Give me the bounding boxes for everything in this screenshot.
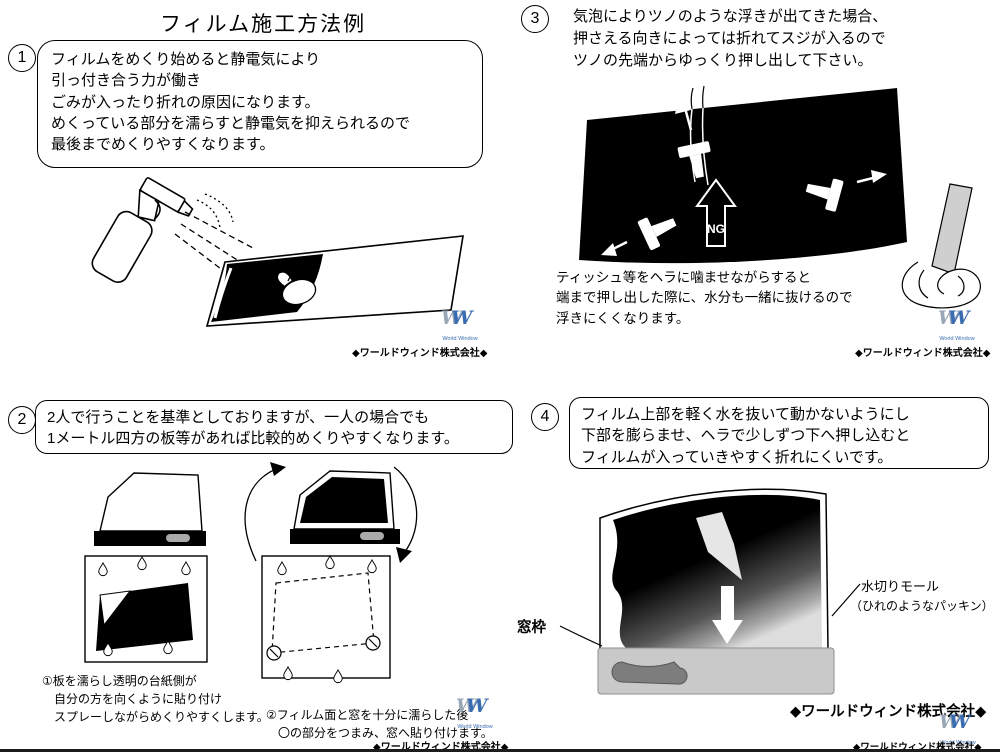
logo-subtext: World Window <box>457 724 493 730</box>
door-sill <box>597 647 835 695</box>
molding-label: 水切りモール <box>861 579 940 594</box>
step2-illustration <box>84 462 418 684</box>
step2-caption-left: ①板を濡らし透明の台紙側が 自分の方を向くように貼り付け スプレーしながらめくり… <box>42 672 269 726</box>
step3-line-2: 押さえる向きによっては折れてスジが入るので <box>573 29 886 47</box>
caption2-line-1: ②フィルム面と窓を十分に濡らした後 <box>266 708 469 722</box>
board-with-dashed-film <box>261 555 391 684</box>
tinted-window-illustration <box>579 88 907 264</box>
world-window-logo: W W World Window <box>440 307 480 344</box>
pinch-point-markers <box>266 635 381 661</box>
spray-bottle-icon <box>91 177 194 283</box>
caption1-line-2: 自分の方を向くように貼り付け <box>42 692 223 706</box>
caption2-line-2: 〇の部分をつまみ、窓へ貼り付けます。 <box>266 726 493 740</box>
step4-number: 4 <box>540 408 550 425</box>
company-credit: ◆ワールドウィンド株式会社◆ <box>853 742 982 752</box>
logo-subtext: World Window <box>442 336 478 342</box>
step2-line-2: 1メートル四方の板等があれば比較的めくりやすくなります。 <box>47 430 459 448</box>
company-credit-large: ◆ワールドウィンド株式会社◆ <box>790 704 987 720</box>
caption1-line-3: スプレーしながらめくりやすくします。 <box>42 710 269 724</box>
car-window-plain <box>94 472 206 546</box>
ng-label: NG <box>707 222 725 236</box>
world-window-logo: W W World Window <box>455 695 495 732</box>
page-title: フィルム施工方法例 <box>160 13 367 36</box>
step3-number: 3 <box>530 10 540 27</box>
step1-line-2: 引っ付き合う力が働き <box>51 72 202 90</box>
squeegee-wedge-icon <box>696 512 742 580</box>
logo-w-front: W <box>466 695 488 717</box>
step4-line-2: 下部を膨らませ、ヘラで少しずつ下へ押し込むと <box>581 427 911 445</box>
step2-number: 2 <box>17 411 27 428</box>
company-credit: ◆ワールドウィンド株式会社◆ <box>855 348 991 359</box>
tissue-squeegee-illustration <box>901 183 981 309</box>
door-handle <box>611 661 688 685</box>
logo-subtext: World Window <box>940 740 976 746</box>
step4-line-1: フィルム上部を軽く水を抜いて動かないようにし <box>581 406 910 423</box>
logo-subtext: World Window <box>939 336 975 342</box>
step2-line-1: 2人で行うことを基準としておりますが、一人の場合でも <box>47 409 430 426</box>
step2-instruction-bubble: 2人で行うことを基準としておりますが、一人の場合でも 1メートル四方の板等があれ… <box>35 400 513 454</box>
logo-w-back: W <box>939 711 961 733</box>
page-bottom-edge <box>0 749 1000 752</box>
step1-line-1: フィルムをめくり始めると静電気により <box>51 51 321 68</box>
film-sheet-illustration <box>205 235 464 327</box>
step1-line-5: 最後までめくりやすくなります。 <box>51 136 275 154</box>
step3-note-line-3: 浮きにくくなります。 <box>556 310 690 326</box>
label-pointer-lines <box>559 583 861 647</box>
film-on-glass <box>612 494 822 648</box>
step3-illustration: NG <box>579 85 907 264</box>
step1-line-4: めくっている部分を濡らすと静電気を抑えられるので <box>51 114 410 132</box>
step3-instruction-text: 気泡によりツノのような浮きが出てきた場合、 押さえる向きによっては折れてスジが入… <box>573 6 887 71</box>
logo-w-back: W <box>938 307 960 329</box>
step4-illustration <box>559 488 861 695</box>
step4-line-3: フィルムが入っていきやすく折れにくいです。 <box>581 448 893 466</box>
step1-instruction-bubble: フィルムをめくり始めると静電気により 引っ付き合う力が働き ごみが入ったり折れの… <box>37 40 483 168</box>
board-with-film <box>84 555 208 663</box>
push-direction-arrows <box>601 96 887 256</box>
car-window-tinted <box>290 470 400 544</box>
molding-sublabel: （ひれのようなパッキン） <box>850 599 994 613</box>
step2-caption-right: ②フィルム面と窓を十分に濡らした後 〇の部分をつまみ、窓へ貼り付けます。 <box>266 706 493 742</box>
logo-w-back: W <box>441 307 463 329</box>
world-window-logo: W W World Window <box>938 711 978 748</box>
step4-instruction-bubble: フィルム上部を軽く水を抜いて動かないようにし 下部を膨らませ、ヘラで少しずつ下へ… <box>569 397 989 469</box>
step1-illustration <box>91 177 464 327</box>
hand-icon <box>276 271 317 306</box>
ng-arrow: NG <box>695 178 737 247</box>
step3-line-3: ツノの先端からゆっくり押し出して下さい。 <box>573 51 873 69</box>
step3-note-line-1: ティッシュ等をヘラに噛ませながらすると <box>556 270 812 285</box>
step4-number-badge: 4 <box>531 403 559 431</box>
company-credit: ◆ワールドウィンド株式会社◆ <box>373 742 509 752</box>
logo-w-front: W <box>451 307 473 329</box>
logo-w-front: W <box>949 711 971 733</box>
flip-arrows <box>244 462 418 563</box>
step1-line-3: ごみが入ったり折れの原因になります。 <box>51 93 320 111</box>
step3-number-badge: 3 <box>521 5 549 33</box>
step1-number-badge: 1 <box>8 44 36 72</box>
world-window-logo: W W World Window <box>937 307 977 344</box>
down-arrow-icon <box>712 586 743 644</box>
step3-line-1: 気泡によりツノのような浮きが出てきた場合、 <box>573 8 888 25</box>
company-credit: ◆ワールドウィンド株式会社◆ <box>352 348 488 359</box>
step2-number-badge: 2 <box>8 406 36 434</box>
squeegee-blade <box>931 183 973 275</box>
step3-note-text: ティッシュ等をヘラに噛ませながらすると 端まで押し出した際に、水分も一緒に抜ける… <box>556 268 853 329</box>
logo-w-back: W <box>456 695 478 717</box>
step3-note-line-2: 端まで押し出した際に、水分も一緒に抜けるので <box>556 290 853 306</box>
caption1-line-1: ①板を濡らし透明の台紙側が <box>42 674 197 688</box>
step1-number: 1 <box>17 49 27 66</box>
window-frame-label: 窓枠 <box>517 620 546 636</box>
logo-w-front: W <box>948 307 970 329</box>
